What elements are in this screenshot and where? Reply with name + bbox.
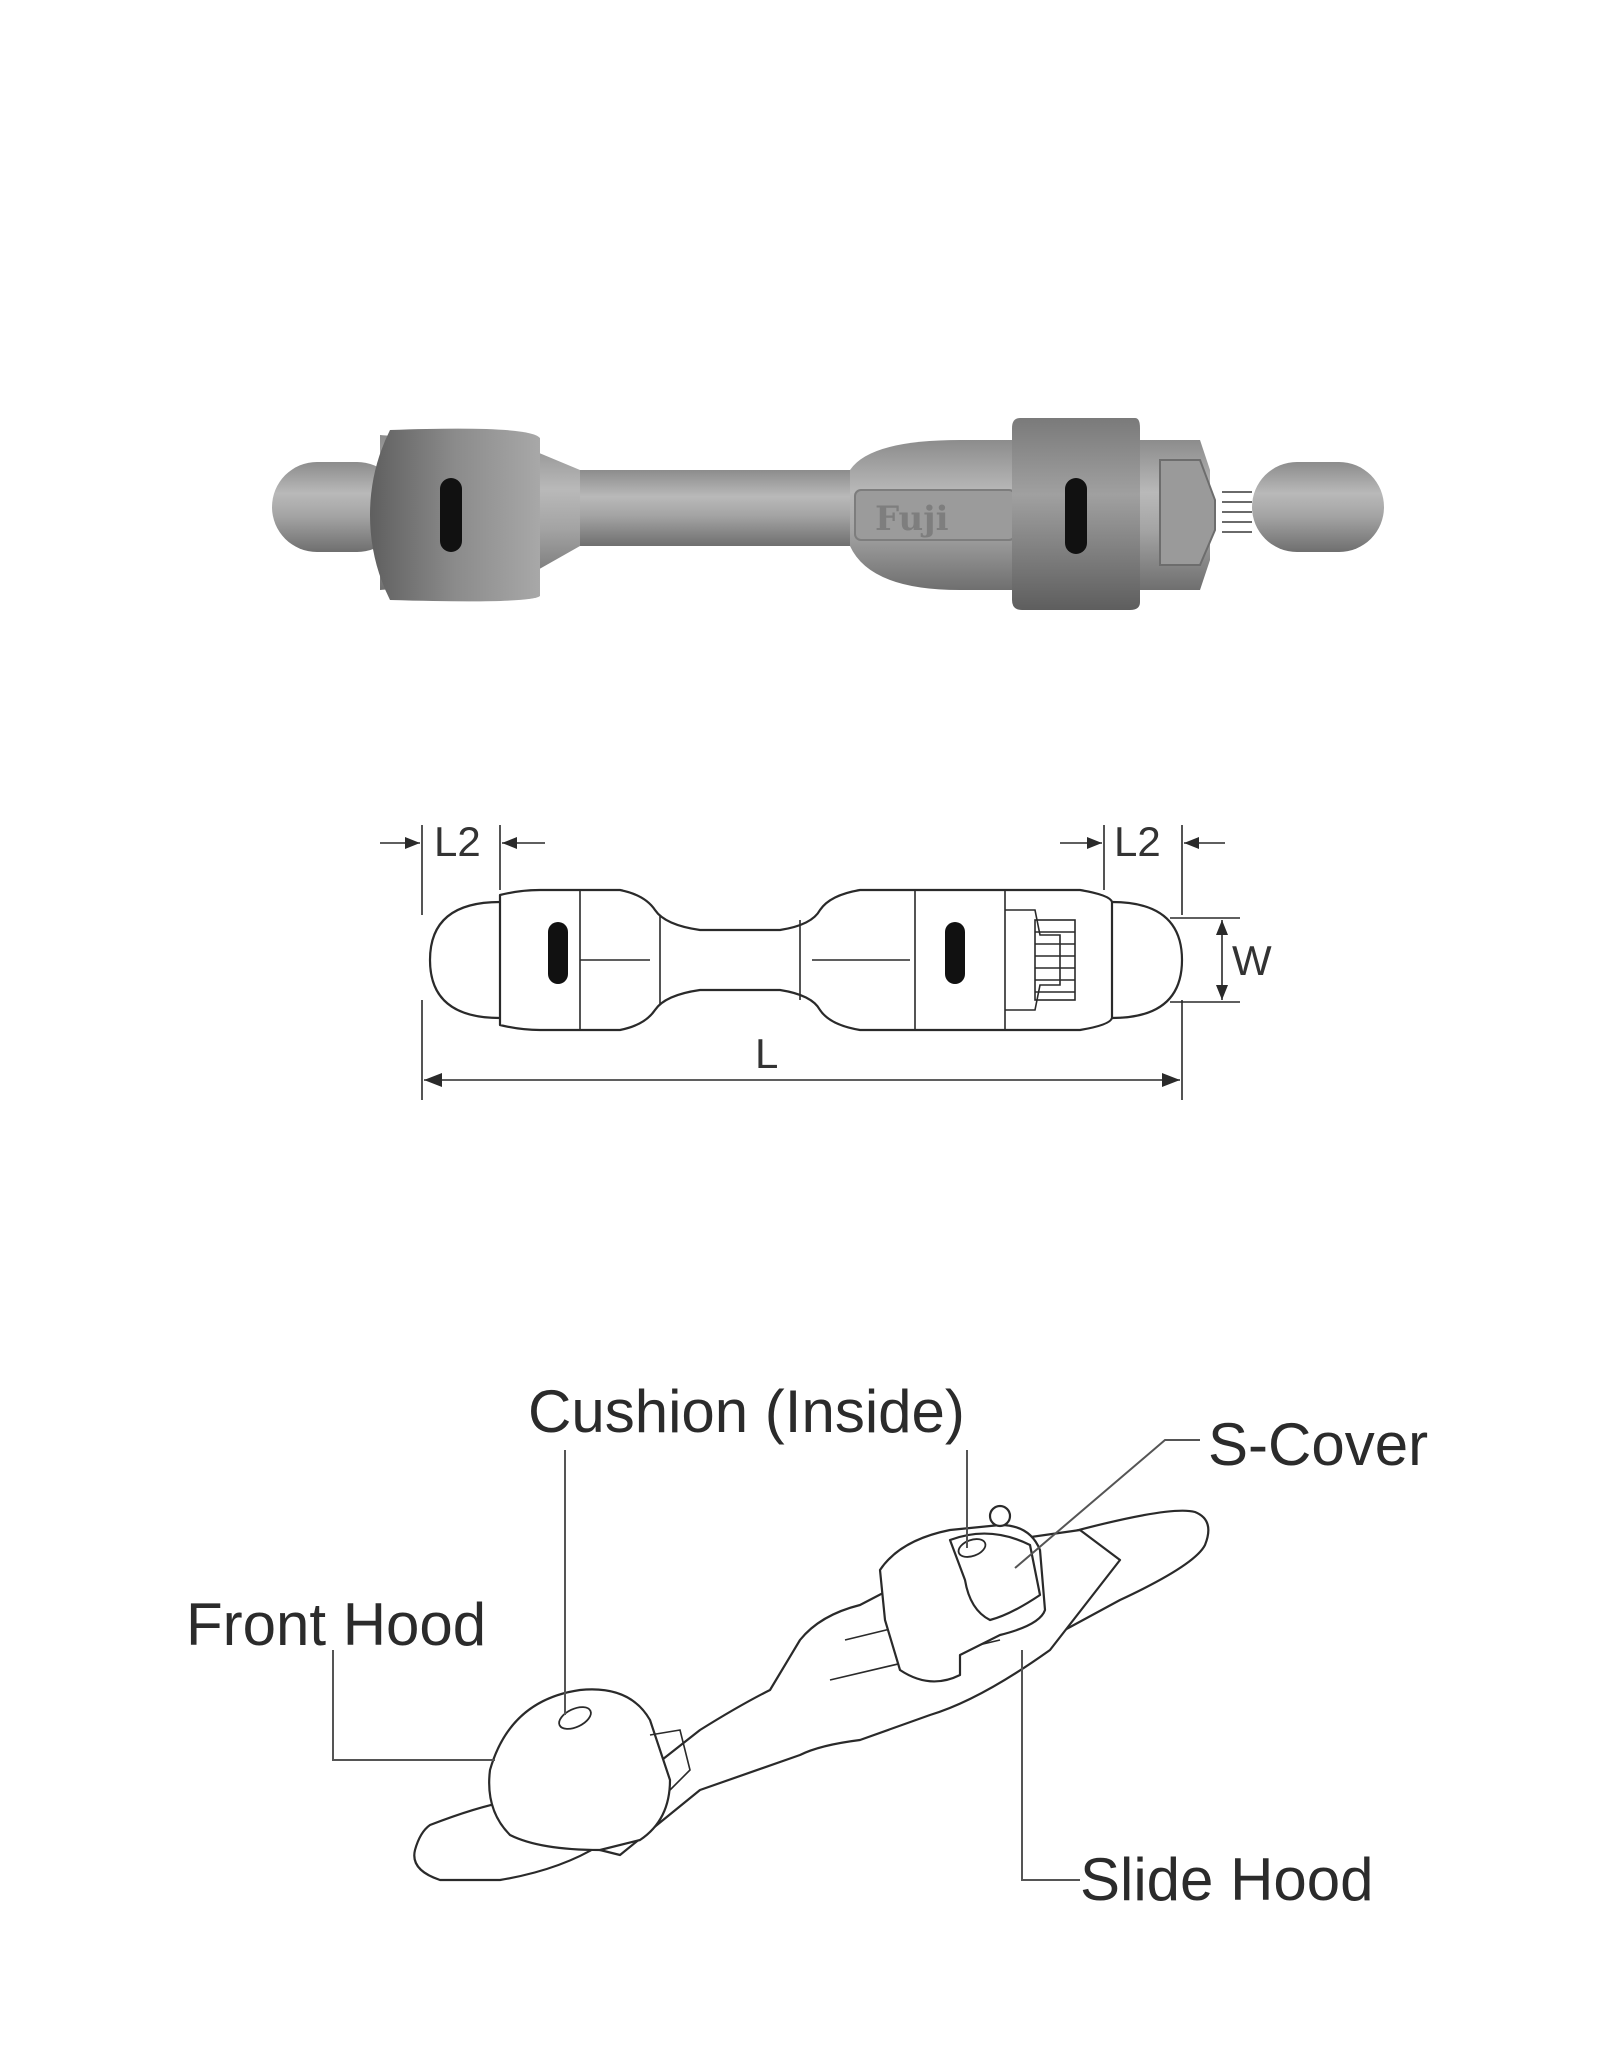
front-hood-drawing [488, 1688, 672, 1852]
ratchet-teeth [1222, 491, 1252, 533]
front-hood-slot [440, 478, 462, 552]
ratchet-teeth-drawing [1034, 919, 1076, 1001]
front-slot-drawing [548, 922, 568, 984]
dimension-drawing: L2 L2 W L [380, 818, 1272, 1100]
callout-s-cover: S-Cover [1208, 1411, 1428, 1478]
callout-front-hood: Front Hood [186, 1591, 486, 1658]
reel-seat-photo: Fuji [272, 418, 1384, 610]
slide-hood-slot [1065, 478, 1087, 554]
left-pad-end [272, 462, 402, 552]
s-cover-leader [1014, 1439, 1200, 1569]
right-pad-end [1252, 462, 1384, 552]
callout-cushion: Cushion (Inside) [528, 1378, 965, 1445]
s-cover-tab [1159, 459, 1216, 566]
callout-leaders [332, 1439, 1200, 1881]
callout-slide-hood: Slide Hood [1080, 1846, 1374, 1913]
dim-label-l2-left: L2 [434, 818, 481, 865]
right-pad-outline [1110, 900, 1184, 1020]
slide-hood-leader [1021, 1650, 1080, 1881]
front-hood-leader [332, 1650, 495, 1761]
dim-label-w: W [1232, 937, 1272, 984]
body-engraving: Fuji [875, 499, 949, 539]
left-pad-outline [428, 900, 502, 1020]
dim-label-l: L [755, 1030, 778, 1077]
isometric-drawing [413, 1504, 1210, 1882]
slide-slot-drawing [945, 922, 965, 984]
dim-label-l2-right: L2 [1114, 818, 1161, 865]
